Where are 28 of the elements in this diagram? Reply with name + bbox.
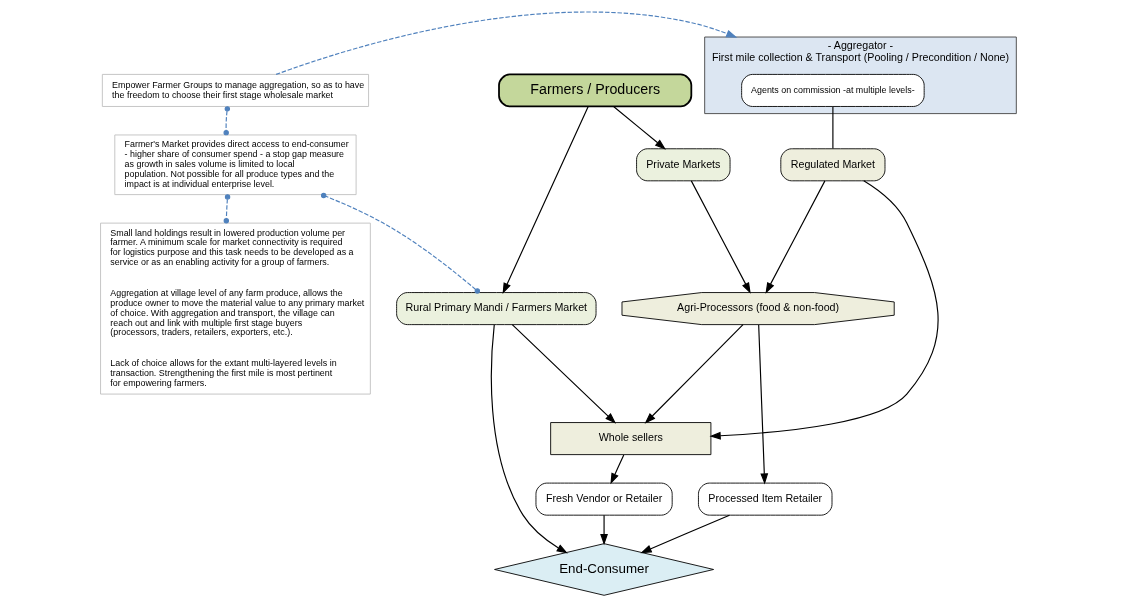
arrow (709, 180, 939, 440)
arrow (511, 324, 617, 424)
node-box: Rural Primary Mandi / Farmers Market (396, 292, 597, 326)
connector (832, 106, 834, 150)
arrow (644, 324, 744, 424)
arrow (600, 514, 608, 546)
connector (223, 106, 231, 136)
node-box: Small land holdings result in lowered production volume per farmer. A minimum scale for market connectivity is required for logistics purpose and this task needs to be developed as a service or as an enabling activity for a group of farmers. Aggregation at village level of any farm produce, allows the produce owner to move the material value to any primary market of choice. With aggregation and transport, the village can reach out and link with multiple first stage buyers (processors, traders, retailers, exporters, etc.). Lack of choice allows for the extant multi-layered levels in transaction. Strengthening the first mile is most pertinent for empowering farmers. (100, 222, 371, 395)
arrow (690, 180, 751, 294)
connector (320, 192, 481, 294)
arrow (765, 180, 826, 294)
arrow (758, 324, 769, 485)
node-box: Fresh Vendor or Retailer (535, 482, 673, 516)
node-box: Farmers / Producers (498, 73, 693, 108)
node-box: Private Markets (636, 148, 731, 182)
node-box: Farmer's Market provides direct access to end-consumer - higher share of consumer spend - a stop gap measure as growth in sales volume is limited to local population. Not possible for all produce types and the impact is at individual enterprise level. (114, 134, 357, 196)
arrow (610, 454, 625, 485)
node-box: Processed Item Retailer (698, 482, 833, 516)
arrow (490, 324, 568, 554)
node-box: Empower Farmer Groups to manage aggregation, so as to have the freedom to choose their first stage wholesale market (101, 73, 369, 107)
arrow (275, 11, 738, 75)
node-box: Regulated Market (780, 148, 886, 182)
arrow (613, 106, 666, 150)
arrow (640, 514, 731, 554)
connector (223, 194, 231, 224)
arrow (502, 105, 589, 295)
node-box: Agents on commission -at multiple levels- (741, 73, 925, 107)
node-box: Whole sellers (550, 422, 712, 456)
